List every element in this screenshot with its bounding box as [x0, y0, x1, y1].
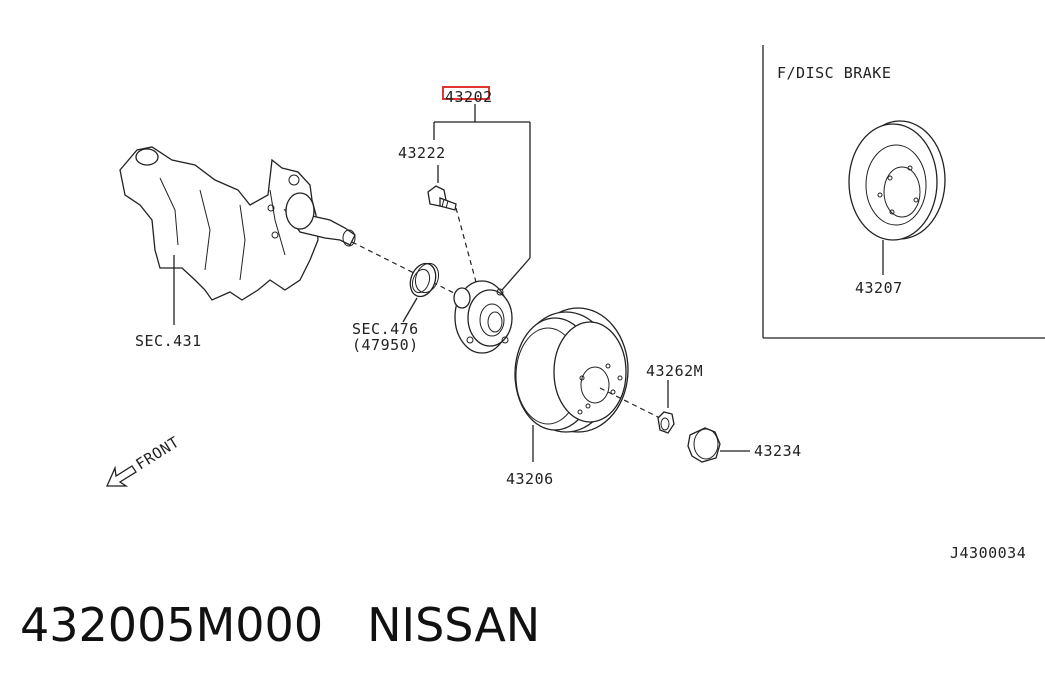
hub-cap	[687, 427, 721, 463]
label-front: FRONT	[133, 433, 183, 474]
label-nut: 43262M	[646, 362, 703, 380]
front-arrow-icon	[105, 465, 137, 487]
disc-rotor	[848, 120, 946, 241]
label-seal-ref: SEC.476	[352, 320, 419, 338]
label-cap: 43234	[754, 442, 802, 460]
brand-name: NISSAN	[367, 598, 541, 652]
label-seal-number: (47950)	[352, 336, 419, 354]
hub-assembly	[453, 280, 513, 354]
knuckle-axle	[119, 146, 356, 301]
grease-seal	[409, 262, 440, 298]
label-hub-bolt: 43222	[398, 144, 446, 162]
hub-bolt	[427, 185, 457, 211]
highlight-box	[442, 86, 490, 100]
brake-drum	[514, 307, 629, 433]
label-disc-rotor: 43207	[855, 279, 903, 297]
drawing-id: J4300034	[950, 544, 1026, 562]
part-number: 432005M000	[20, 598, 324, 652]
label-drum: 43206	[506, 470, 554, 488]
hub-nut	[657, 411, 675, 434]
label-knuckle: SEC.431	[135, 332, 202, 350]
label-hub-assembly: 43202	[445, 88, 493, 106]
footer-title: 432005M000 NISSAN	[20, 598, 584, 652]
inset-title: F/DISC BRAKE	[777, 64, 891, 82]
disc-brake-inset: F/DISC BRAKE 43207	[762, 45, 1045, 339]
